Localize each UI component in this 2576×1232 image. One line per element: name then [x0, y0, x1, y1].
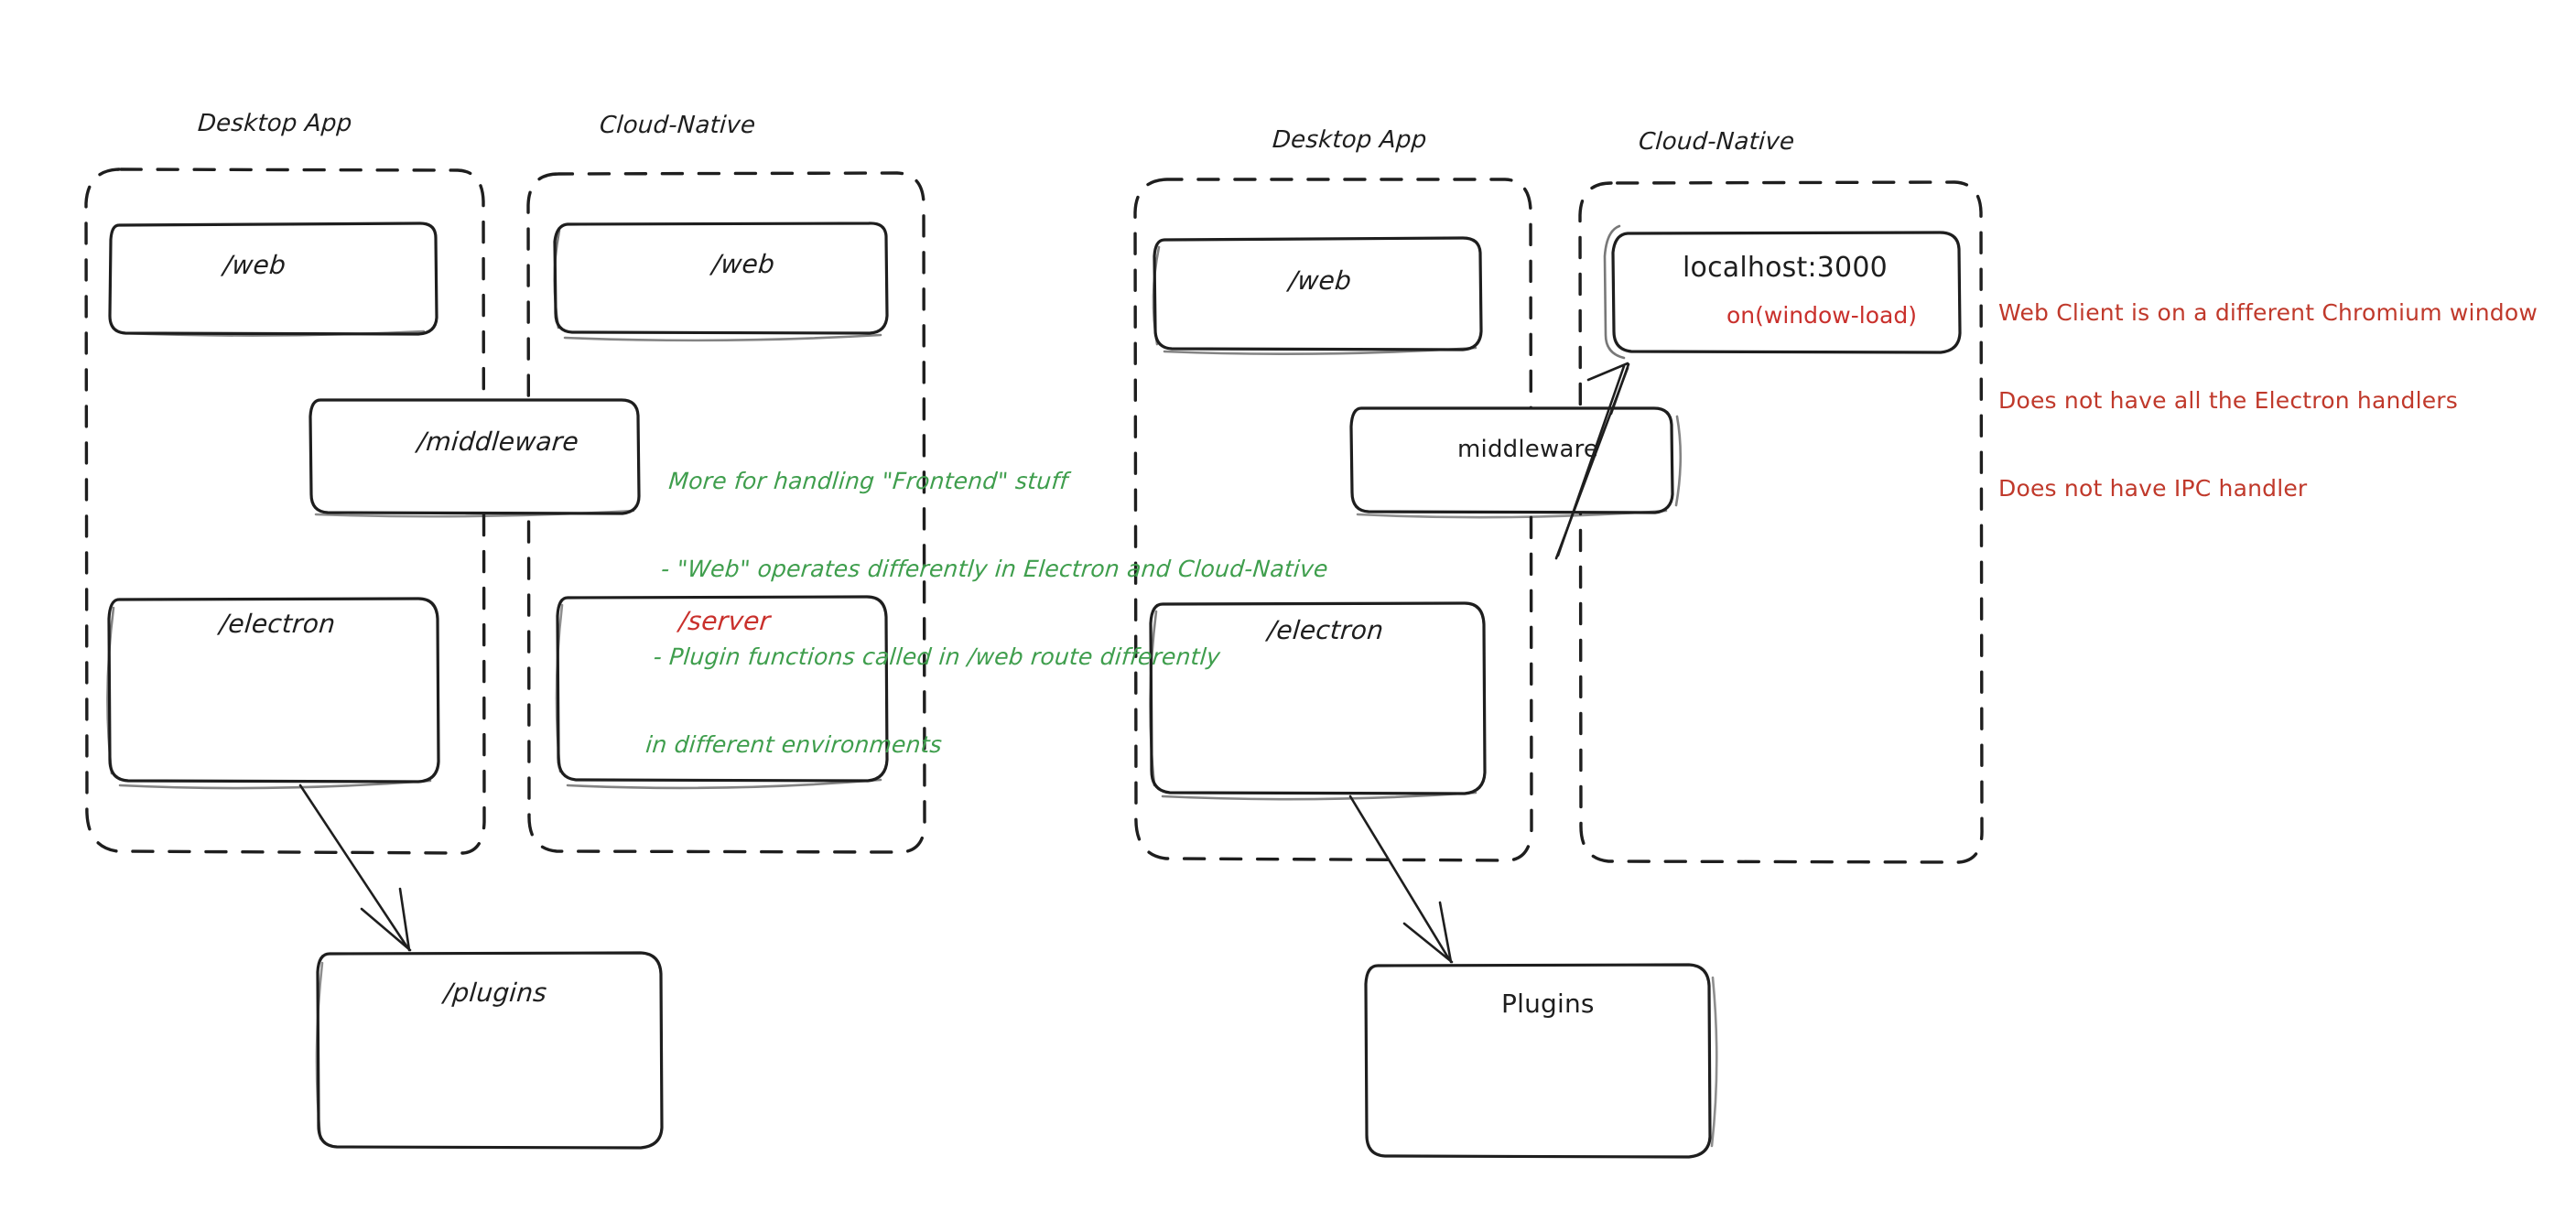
box-label-right-middleware: middleware	[1457, 436, 1599, 463]
box-outline-left-middleware	[308, 398, 641, 518]
group-title-right-cloud-native: Cloud-Native	[1637, 128, 1796, 156]
arrow-right-electron-to-plugins	[1348, 794, 1454, 964]
annotation-green-line-1: More for handling "Frontend" stuff	[667, 468, 1069, 494]
box-outline-left-web-cloud	[553, 222, 889, 342]
box-outline-left-web	[108, 222, 438, 337]
box-label-left-plugins: /plugins	[442, 978, 548, 1008]
annotation-red-line-3: Does not have IPC handler	[1998, 475, 2308, 502]
annotation-red-line-2: Does not have all the Electron handlers	[1998, 387, 2459, 414]
group-outline-left-cloud-native	[526, 171, 926, 854]
group-outline-left-desktop-app	[84, 168, 486, 855]
box-outline-right-plugins	[1364, 963, 1718, 1159]
box-label-left-web: /web	[222, 250, 287, 280]
group-title-left-desktop-app: Desktop App	[196, 110, 353, 137]
box-outline-left-server	[555, 595, 889, 790]
arrow-left-electron-to-plugins	[298, 784, 412, 952]
box-label-right-web: /web	[1287, 265, 1353, 296]
box-label-right-plugins: Plugins	[1501, 989, 1595, 1019]
box-label-left-electron: /electron	[218, 609, 337, 639]
box-outline-right-middleware	[1349, 406, 1683, 519]
arrow-right-electron-to-localhost	[1554, 362, 1630, 560]
annotation-green-note: More for handling "Frontend" stuff - "We…	[639, 408, 1342, 818]
annotation-red-line-1: Web Client is on a different Chromium wi…	[1998, 299, 2538, 326]
box-outline-left-electron	[106, 597, 440, 790]
annotation-green-line-3: - Plugin functions called in /web route …	[652, 643, 1222, 670]
box-label-left-middleware: /middleware	[416, 427, 580, 457]
box-label-left-web-cloud: /web	[710, 249, 776, 279]
box-outline-right-electron	[1149, 601, 1487, 801]
box-outline-left-plugins	[315, 951, 664, 1150]
annotation-green-line-2: - "Web" operates differently in Electron…	[659, 556, 1330, 582]
group-outline-right-desktop-app	[1133, 178, 1533, 862]
group-title-right-desktop-app: Desktop App	[1271, 126, 1428, 154]
group-title-left-cloud-native: Cloud-Native	[598, 112, 757, 139]
box-label-right-localhost: localhost:3000	[1683, 252, 1888, 284]
annotation-red-note: Web Client is on a different Chromium wi…	[1998, 240, 2538, 562]
annotation-green-line-4: in different environments	[644, 731, 944, 758]
box-outline-right-web	[1152, 236, 1483, 356]
group-outline-right-cloud-native	[1578, 180, 1984, 864]
box-outline-right-localhost	[1603, 224, 1962, 360]
box-sublabel-right-localhost: on(window-load)	[1726, 302, 1917, 329]
